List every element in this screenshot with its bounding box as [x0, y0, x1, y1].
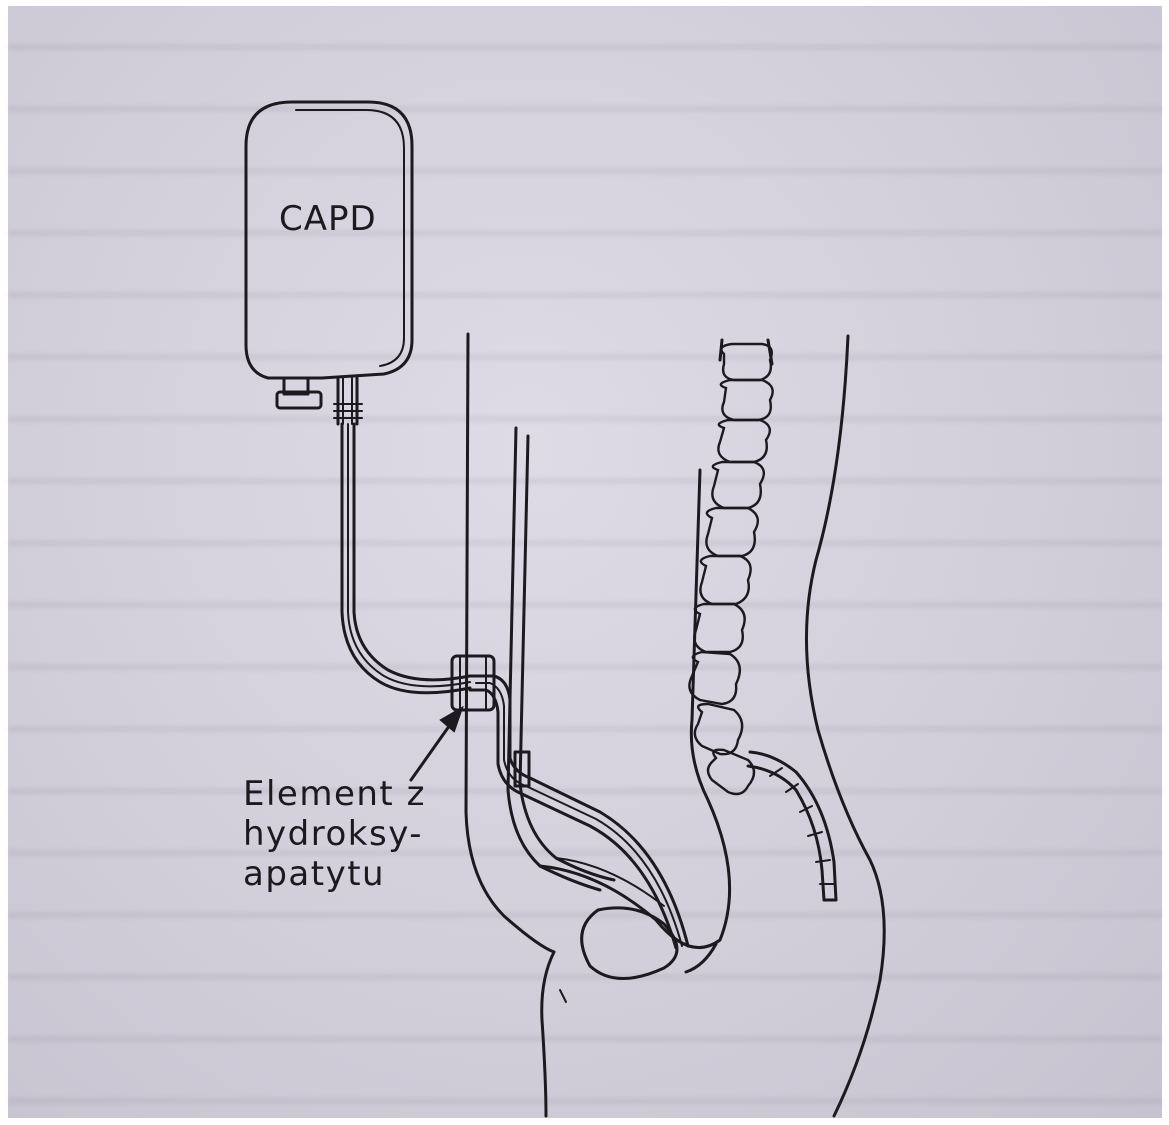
spine	[689, 340, 836, 900]
capd-bag	[246, 102, 412, 424]
element-label-line-2: hydroksy-	[243, 814, 426, 854]
bladder	[582, 908, 677, 979]
element-label-line-3: apatytu	[243, 854, 426, 894]
back-outline	[806, 336, 884, 1116]
peritoneal-cavity	[540, 470, 730, 948]
abdominal-wall	[466, 334, 614, 952]
element-label-line-1: Element z	[243, 774, 426, 814]
capd-bag-label: CAPD	[279, 199, 377, 239]
pointer-arrow	[411, 708, 462, 780]
perineum-outline	[542, 944, 716, 1116]
hydroxyapatite-element-label: Element z hydroksy- apatytu	[243, 774, 426, 894]
